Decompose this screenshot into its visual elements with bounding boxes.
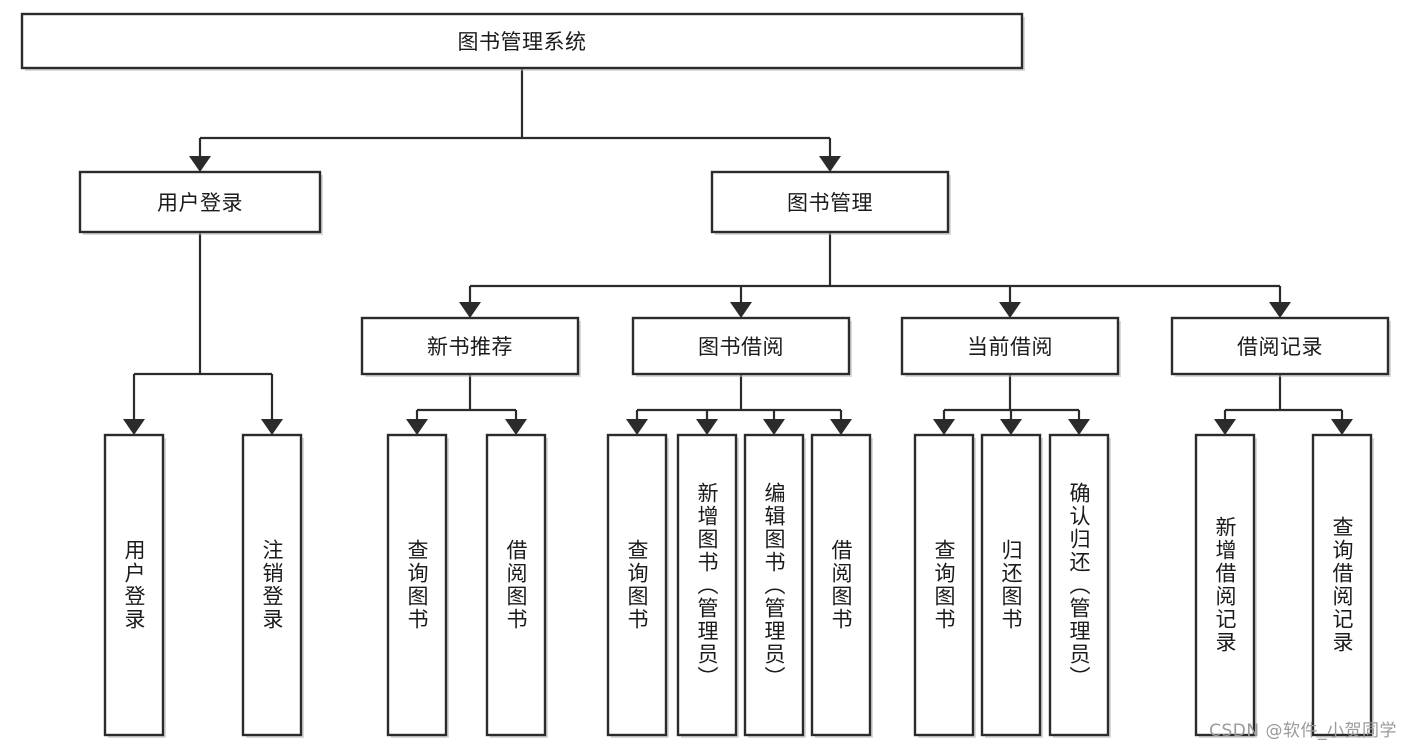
connector-arrowhead	[1000, 419, 1022, 435]
node-box-leaf-borrow-book-2[interactable]	[810, 433, 872, 737]
connector-arrowhead	[505, 419, 527, 435]
connector-arrowhead	[933, 419, 955, 435]
connector-arrowhead	[763, 419, 785, 435]
connector-arrowhead	[830, 419, 852, 435]
node-box-layer	[20, 12, 1391, 738]
node-box-leaf-query-book-3[interactable]	[913, 433, 975, 737]
node-box-new-book-rec[interactable]	[360, 316, 580, 376]
node-box-leaf-query-record[interactable]	[1311, 433, 1373, 737]
node-box-leaf-user-logout[interactable]	[241, 433, 303, 737]
node-box-root[interactable]	[20, 12, 1024, 70]
node-box-leaf-return-book[interactable]	[980, 433, 1042, 737]
connector-arrowhead	[189, 156, 211, 172]
node-box-user-login[interactable]	[78, 170, 322, 234]
node-box-leaf-borrow-book-1[interactable]	[485, 433, 547, 737]
connector-arrowhead	[999, 302, 1021, 318]
connector-arrowhead	[696, 419, 718, 435]
connector-arrowhead	[459, 302, 481, 318]
node-box-borrow-record[interactable]	[1170, 316, 1390, 376]
connector-arrowhead	[123, 419, 145, 435]
connector-arrowhead	[730, 302, 752, 318]
connector-layer	[123, 68, 1353, 435]
watermark-text: CSDN @软件_小贺同学	[1209, 721, 1397, 741]
node-box-leaf-confirm-return[interactable]	[1048, 433, 1110, 737]
connector-arrowhead	[1269, 302, 1291, 318]
connector-arrowhead	[406, 419, 428, 435]
node-box-book-manage[interactable]	[710, 170, 950, 234]
connector-arrowhead	[626, 419, 648, 435]
node-box-book-borrow[interactable]	[631, 316, 851, 376]
node-box-leaf-query-book-1[interactable]	[386, 433, 448, 737]
connector-arrowhead	[1068, 419, 1090, 435]
node-box-leaf-query-book-2[interactable]	[606, 433, 668, 737]
node-box-current-borrow[interactable]	[900, 316, 1120, 376]
connector-arrowhead	[261, 419, 283, 435]
connector-arrowhead	[819, 156, 841, 172]
node-box-leaf-add-book[interactable]	[676, 433, 738, 737]
connector-arrowhead	[1331, 419, 1353, 435]
node-box-leaf-user-login[interactable]	[103, 433, 165, 737]
node-box-leaf-add-record[interactable]	[1194, 433, 1256, 737]
node-box-leaf-edit-book[interactable]	[743, 433, 805, 737]
connector-arrowhead	[1214, 419, 1236, 435]
